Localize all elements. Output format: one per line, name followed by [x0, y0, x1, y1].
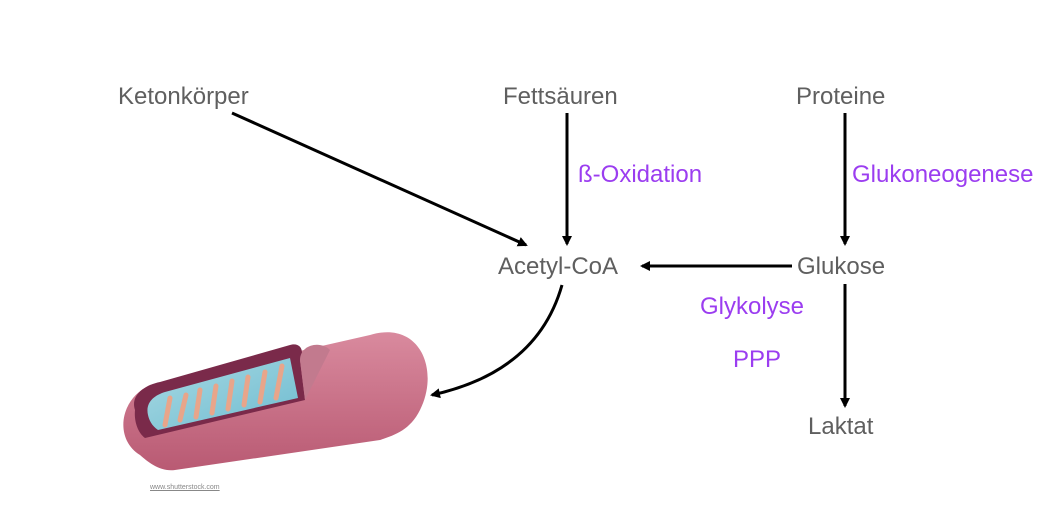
arrow-acetylcoa-mitochondrium — [430, 284, 564, 399]
label-glykolyse: Glykolyse — [700, 293, 805, 320]
label-ppp: PPP — [733, 346, 782, 373]
mitochondrion-illustration — [123, 332, 428, 471]
label-glukoneogenese: Glukoneogenese — [852, 161, 1034, 188]
arrow-ketonkoerper-acetylcoa — [231, 111, 528, 247]
node-glukose: Glukose — [797, 253, 886, 280]
node-laktat: Laktat — [808, 413, 874, 440]
node-ketonkoerper: Ketonkörper — [118, 83, 249, 110]
node-fettsaeuren: Fettsäuren — [503, 83, 618, 110]
node-proteine: Proteine — [796, 83, 886, 110]
node-acetyl-coa: Acetyl-CoA — [498, 253, 619, 280]
watermark: www.shutterstock.com — [150, 484, 220, 491]
label-beta-oxidation: ß-Oxidation — [578, 161, 703, 188]
